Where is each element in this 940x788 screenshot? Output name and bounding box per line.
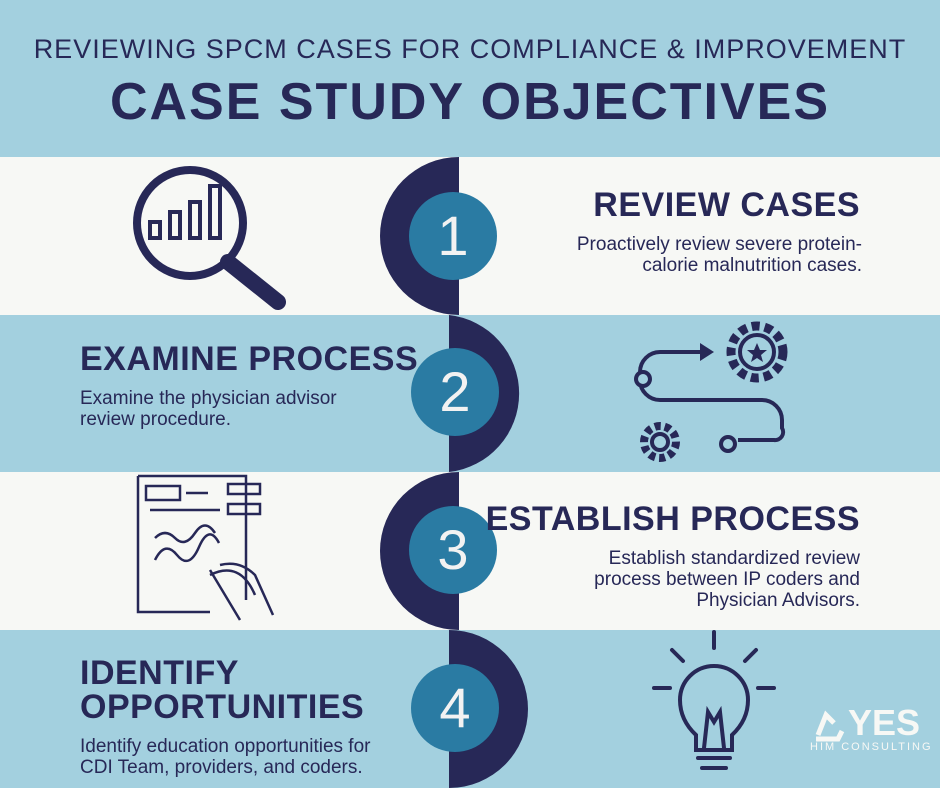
step-3-heading: ESTABLISH PROCESS <box>485 500 860 538</box>
subtitle: REVIEWING SPCM CASES FOR COMPLIANCE & IM… <box>33 34 907 64</box>
step-2-heading: EXAMINE PROCESS <box>80 340 419 378</box>
step-number-3: 3 <box>409 506 497 594</box>
header: REVIEWING SPCM CASES FOR COMPLIANCE & IM… <box>0 0 940 157</box>
step-1-text: Proactively review severe protein-calori… <box>576 234 862 276</box>
page-title: CASE STUDY OBJECTIVES <box>109 73 831 131</box>
step-number-2: 2 <box>411 348 499 436</box>
step-number-1: 1 <box>409 192 497 280</box>
step-1-heading: REVIEW CASES <box>593 186 860 224</box>
step-number-4: 4 <box>411 664 499 752</box>
recycle-arrows-icon <box>815 710 845 742</box>
yes-logo: YES HIM CONSULTING <box>810 702 933 754</box>
